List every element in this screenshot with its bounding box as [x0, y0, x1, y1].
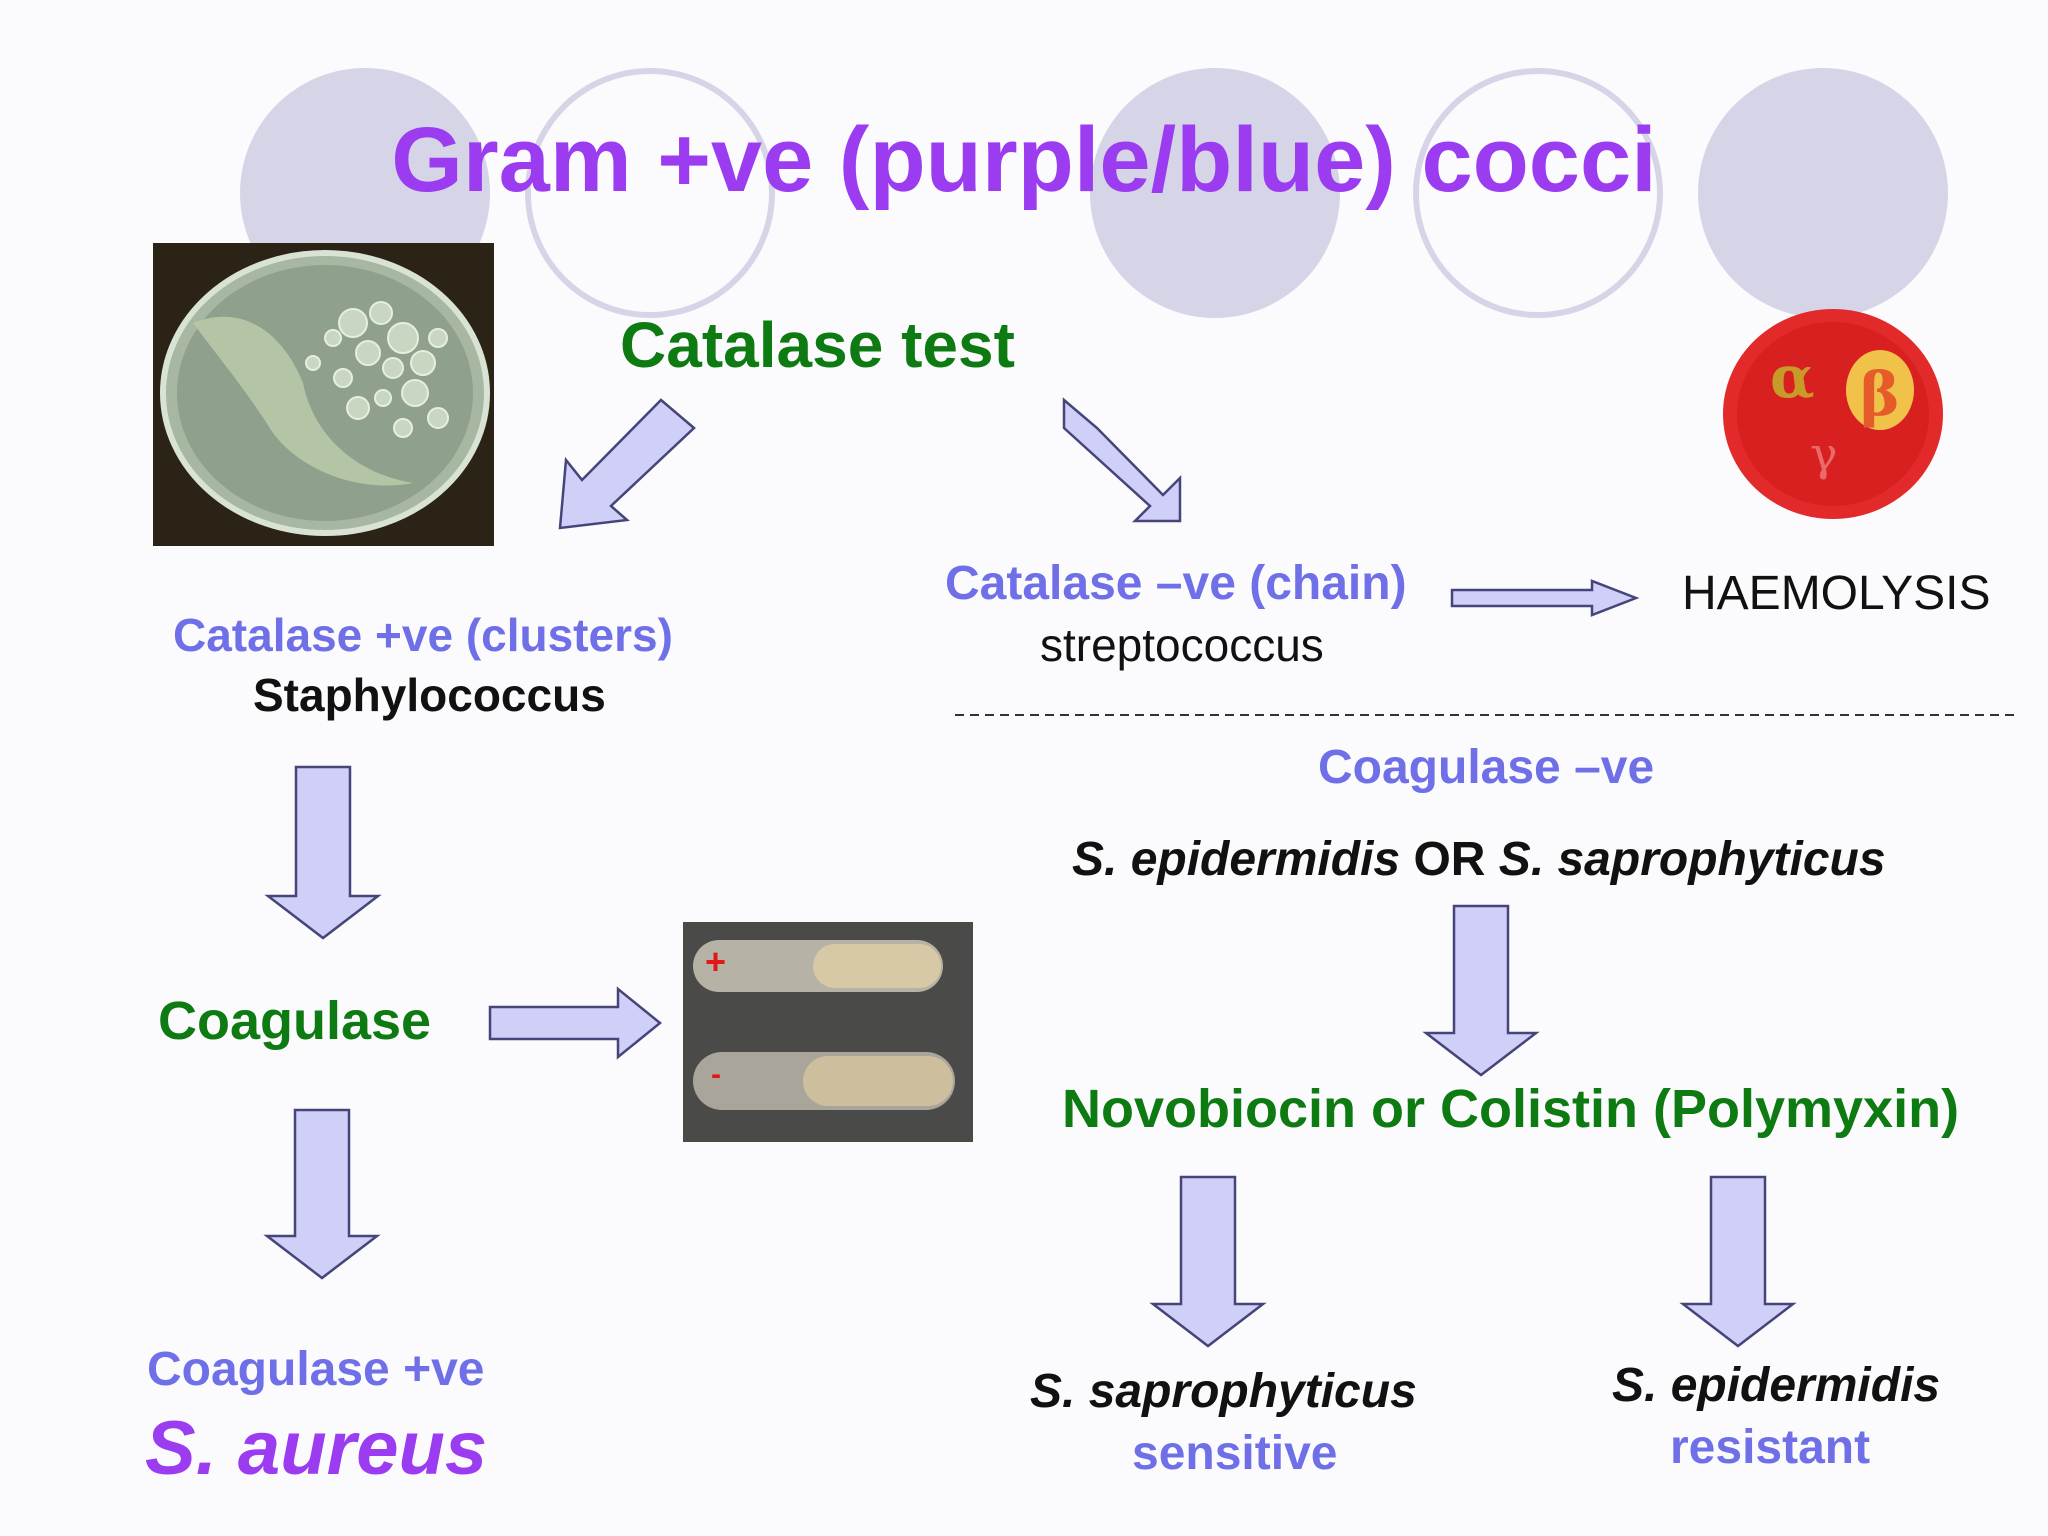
blood-agar-haemolysis-image: α β γ [1720, 305, 1946, 523]
species-b: S. saprophyticus [1498, 833, 1886, 886]
alpha-label: α [1770, 343, 1815, 411]
streptococcus-label: streptococcus [1040, 619, 1324, 671]
gamma-label: γ [1810, 427, 1838, 481]
tube-plus-mark: + [705, 941, 726, 982]
or-word: OR [1413, 833, 1486, 886]
sensitive-label: sensitive [1132, 1427, 1338, 1480]
resistant-species-label: S. epidermidis [1612, 1359, 1941, 1412]
coagulase-tubes-image: + - [683, 922, 973, 1142]
arrow-to-haemolysis [1450, 579, 1640, 617]
species-a: S. epidermidis [1072, 833, 1401, 886]
decor-circle-5 [1698, 68, 1948, 318]
coagulase-positive-label: Coagulase +ve [147, 1343, 485, 1396]
decor-circle-2 [525, 68, 775, 318]
catalase-positive-label: Catalase +ve (clusters) [173, 609, 673, 661]
tube-minus-mark: - [711, 1058, 721, 1091]
novobiocin-test-label: Novobiocin or Colistin (Polymyxin) [1062, 1079, 1960, 1139]
s-aureus-label: S. aureus [145, 1406, 488, 1491]
decor-circle-3 [1090, 68, 1340, 318]
arrow-to-coagulase [264, 765, 382, 940]
resistant-label: resistant [1670, 1421, 1871, 1474]
catalase-negative-label: Catalase –ve (chain) [945, 557, 1407, 610]
slide-title: Gram +ve (purple/blue) cocci [391, 109, 1657, 211]
coagulase-negative-label: Coagulase –ve [1318, 741, 1655, 794]
arrow-catalase-positive [558, 398, 696, 530]
decor-circle-4 [1413, 68, 1663, 318]
species-choice: S. epidermidis OR S. saprophyticus [1072, 832, 1886, 887]
catalase-plate-image [153, 243, 494, 546]
arrow-to-resistant [1679, 1175, 1797, 1348]
arrow-to-tubes [488, 986, 662, 1060]
sensitive-species-label: S. saprophyticus [1030, 1365, 1417, 1418]
haemolysis-label: HAEMOLYSIS [1682, 567, 1991, 620]
arrow-to-s-aureus [263, 1108, 381, 1280]
staphylococcus-label: Staphylococcus [253, 669, 606, 721]
catalase-test-label: Catalase test [620, 309, 1015, 381]
coagulase-label: Coagulase [158, 991, 432, 1051]
arrow-catalase-negative [1062, 397, 1182, 523]
beta-label: β [1860, 360, 1900, 430]
arrow-to-sensitive [1149, 1175, 1267, 1348]
arrow-to-novobiocin [1422, 904, 1540, 1077]
